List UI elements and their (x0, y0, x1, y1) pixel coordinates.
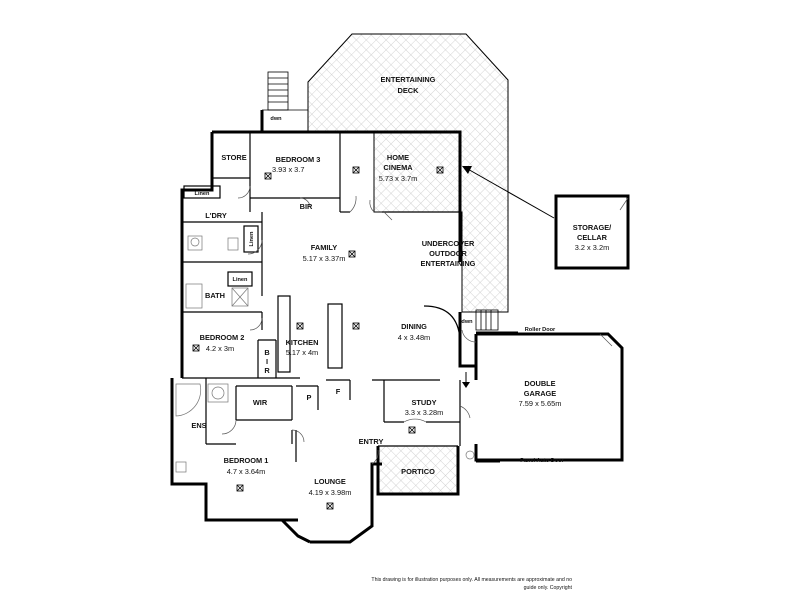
fridge-label: F (336, 387, 341, 396)
kitchen-dims: 5.17 x 4m (286, 348, 318, 357)
linen-vertical-label: Linen (249, 231, 255, 246)
bedroom3-label: BEDROOM 3 (276, 155, 321, 164)
lounge-label: LOUNGE (314, 477, 346, 486)
disclaimer-line-1: This drawing is for illustration purpose… (371, 577, 572, 583)
bedroom1-dims: 4.7 x 3.64m (227, 467, 266, 476)
store-label: STORE (221, 153, 246, 162)
doors (221, 185, 629, 465)
fixtures (175, 235, 475, 473)
dining-dims: 4 x 3.48m (398, 333, 430, 342)
home-cinema-label-2: CINEMA (383, 163, 413, 172)
double-garage-label-2: GARAGE (524, 389, 557, 398)
wir-label: WIR (253, 398, 268, 407)
roller-door-label: Roller Door (525, 327, 556, 333)
garage-arrow-head (462, 382, 470, 388)
portico-area (378, 446, 458, 494)
lounge-dims: 4.19 x 3.98m (309, 488, 352, 497)
study-label: STUDY (411, 398, 436, 407)
study-dims: 3.3 x 3.28m (405, 408, 444, 417)
double-garage-label-1: DOUBLE (524, 379, 555, 388)
interior-walls (182, 132, 461, 462)
stairs-top (262, 71, 308, 111)
pantry-label: P (307, 393, 312, 402)
bir-top-label: BIR (300, 202, 313, 211)
family-dims: 5.17 x 3.37m (303, 254, 346, 263)
disclaimer: This drawing is for illustration purpose… (371, 577, 572, 591)
deck-arrow (462, 166, 555, 219)
stairs-deck (475, 309, 499, 331)
bedroom3-dims: 3.93 x 3.7 (272, 165, 304, 174)
bir-vertical-b: B (264, 348, 269, 357)
portico-label: PORTICO (401, 467, 435, 476)
bedroom1-label: BEDROOM 1 (224, 456, 269, 465)
linen-top-label: Linen (195, 191, 210, 197)
undercover-label-3: ENTERTAINING (421, 259, 476, 268)
bedroom2-label: BEDROOM 2 (200, 333, 245, 342)
undercover-label-2: OUTDOOR (429, 249, 467, 258)
linen-bath-label: Linen (233, 277, 248, 283)
walls (170, 110, 630, 544)
room-labels: ENTERTAINING DECK dwn STORE BEDROOM 3 3.… (191, 75, 611, 497)
entertaining-deck-label-2: DECK (398, 86, 420, 95)
dwn-deck-label: dwn (461, 319, 473, 325)
kitchen-label: KITCHEN (286, 338, 319, 347)
bath-label: BATH (205, 291, 225, 300)
dwn-top-label: dwn (270, 116, 282, 122)
light-markers (192, 166, 444, 510)
panel-door-label: Panel Auto Door (520, 458, 564, 464)
laundry-label: L'DRY (205, 211, 227, 220)
disclaimer-line-2: guide only. Copyright (524, 585, 573, 591)
bir-vertical-r: R (264, 366, 270, 375)
entertaining-deck-label-1: ENTERTAINING (381, 75, 436, 84)
double-garage-dims: 7.59 x 5.65m (519, 399, 562, 408)
undercover-label-1: UNDERCOVER (422, 239, 475, 248)
home-cinema-dims: 5.73 x 3.7m (379, 174, 418, 183)
entry-label: ENTRY (359, 437, 384, 446)
storage-cellar-dims: 3.2 x 3.2m (575, 243, 610, 252)
dining-label: DINING (401, 322, 427, 331)
ens-label: ENS (191, 421, 206, 430)
storage-cellar-label-2: CELLAR (577, 233, 608, 242)
home-cinema-label-1: HOME (387, 153, 409, 162)
family-label: FAMILY (311, 243, 337, 252)
bedroom2-dims: 4.2 x 3m (206, 344, 234, 353)
bir-vertical-i: I (266, 357, 268, 366)
storage-cellar-label-1: STORAGE/ (573, 223, 611, 232)
